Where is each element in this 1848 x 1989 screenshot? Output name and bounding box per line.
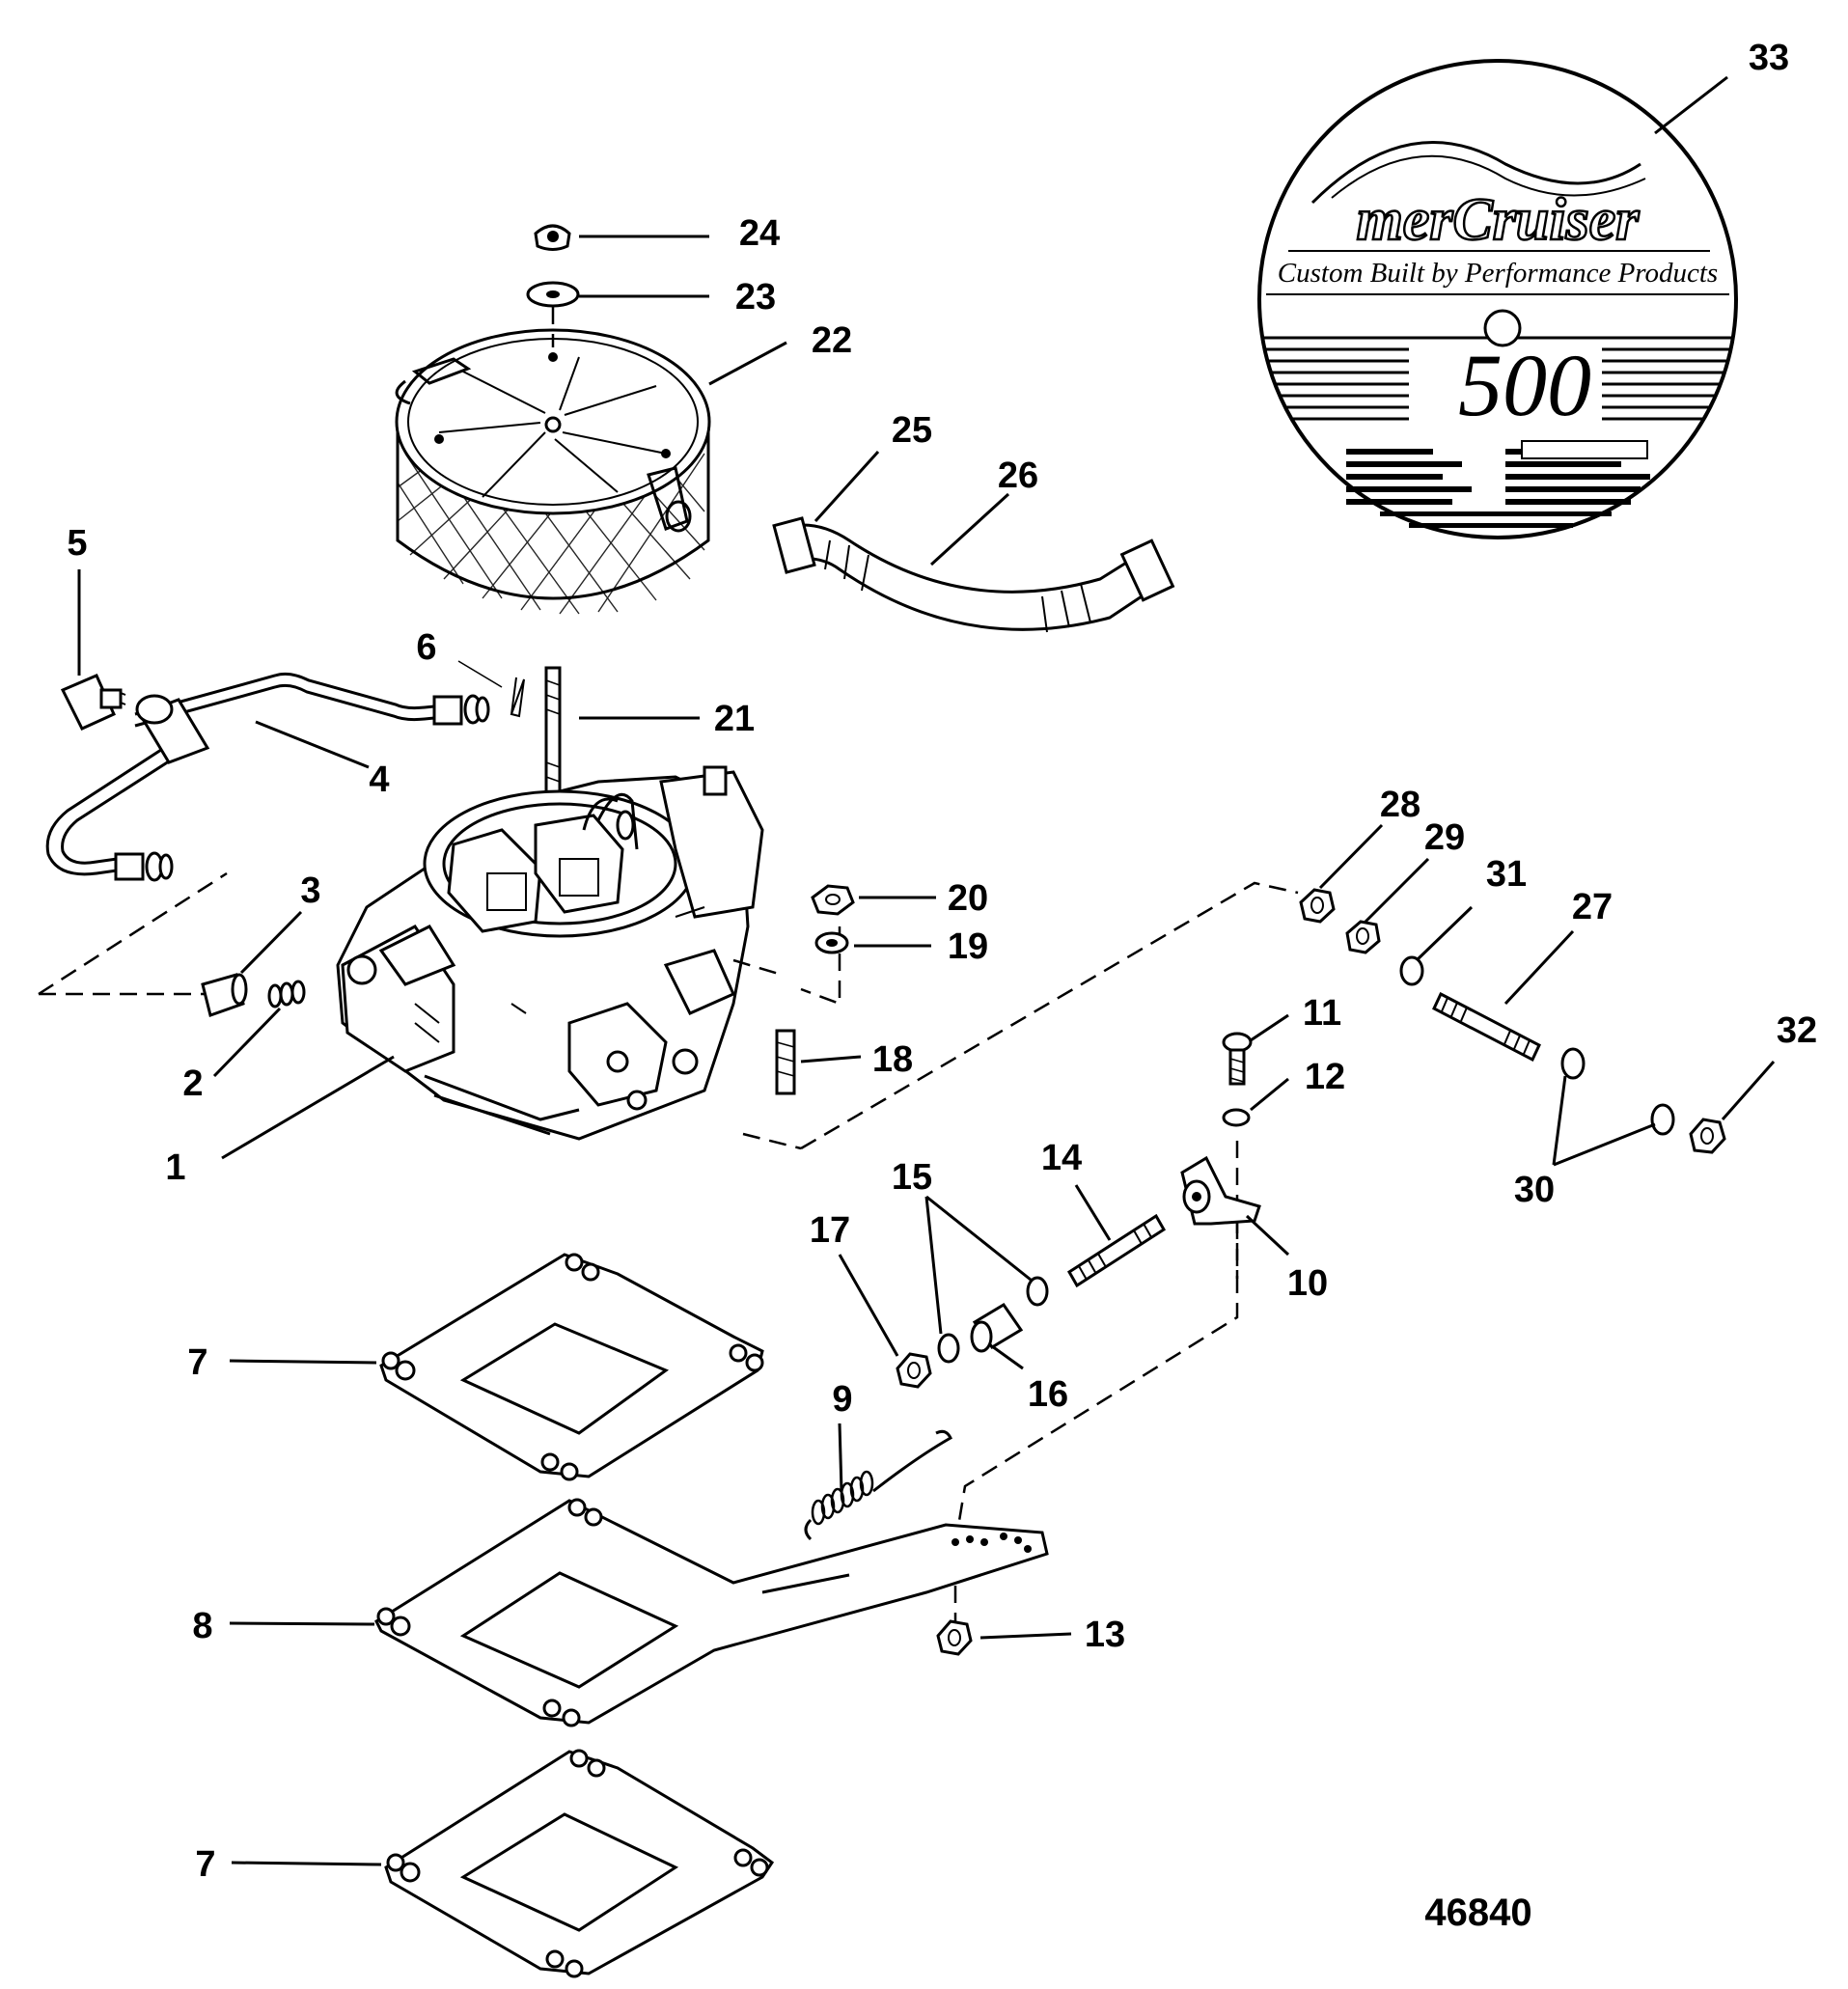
screw: [1222, 1032, 1253, 1086]
callout-28: 28: [1380, 785, 1420, 825]
callout-10: 10: [1287, 1263, 1328, 1304]
callout-31: 31: [1486, 854, 1527, 895]
washer-31: [1399, 955, 1424, 986]
callout-21: 21: [714, 699, 755, 739]
nut-28: [1299, 888, 1336, 924]
wing-nut: [534, 224, 571, 251]
plug: [201, 973, 248, 1017]
gasket-lower: [384, 1749, 775, 1978]
callout-8: 8: [192, 1606, 212, 1646]
nut-29: [1345, 920, 1381, 954]
throttle-spring: [804, 1429, 952, 1541]
reference-number: 46840: [1424, 1892, 1531, 1934]
decal-tagline: Custom Built by Performance Products: [1278, 258, 1718, 289]
callout-30: 30: [1514, 1170, 1555, 1210]
gasket-upper: [379, 1253, 764, 1481]
washer-30-a: [1560, 1047, 1586, 1080]
decal: merCruiser Custom Built by Performance P…: [1257, 59, 1738, 539]
callout-26: 26: [998, 456, 1038, 496]
callout-17: 17: [810, 1210, 850, 1251]
lock-washer: [814, 931, 849, 954]
callout-1: 1: [165, 1147, 185, 1188]
washer-15-b: [937, 1333, 960, 1364]
washer-12: [1222, 1108, 1251, 1127]
callout-9: 9: [832, 1379, 852, 1420]
callout-23: 23: [735, 277, 776, 318]
callout-27: 27: [1572, 887, 1613, 927]
callout-33: 33: [1749, 38, 1789, 78]
short-stud: [775, 1029, 796, 1095]
air-cleaner-assembly: [395, 328, 711, 615]
callout-2: 2: [182, 1064, 203, 1104]
callout-4: 4: [369, 760, 389, 800]
callout-7-top: 7: [187, 1342, 207, 1383]
small-gasket: [510, 677, 525, 718]
callout-15: 15: [892, 1157, 932, 1198]
callout-13: 13: [1085, 1615, 1125, 1655]
callout-3: 3: [300, 870, 320, 911]
nut-17: [896, 1352, 932, 1389]
callout-11: 11: [1303, 993, 1341, 1034]
callout-22: 22: [812, 320, 852, 361]
decal-brand: merCruiser: [1357, 187, 1641, 253]
stud-14: [1066, 1213, 1167, 1288]
callout-5: 5: [67, 523, 87, 564]
nut-32: [1689, 1118, 1726, 1154]
washer-30-b: [1650, 1103, 1675, 1136]
flex-hose: [772, 516, 1175, 633]
callout-32: 32: [1777, 1010, 1817, 1051]
spacer: [970, 1302, 1024, 1353]
adapter-plate: [374, 1498, 1049, 1727]
callout-25: 25: [892, 410, 932, 451]
decal-model: 500: [1458, 336, 1591, 434]
threaded-stud: [1432, 991, 1541, 1063]
callout-7-bottom: 7: [195, 1844, 215, 1885]
callout-14: 14: [1041, 1138, 1082, 1178]
hex-nut: [811, 884, 855, 916]
callout-18: 18: [872, 1039, 913, 1080]
callout-6: 6: [416, 627, 436, 668]
callout-20: 20: [948, 878, 988, 919]
nut-13: [936, 1619, 973, 1656]
spring: [267, 980, 306, 1008]
fuel-line-assembly: [45, 672, 490, 882]
callout-12: 12: [1305, 1057, 1345, 1097]
flat-washer: [526, 281, 580, 308]
callout-24: 24: [739, 213, 780, 254]
callout-16: 16: [1028, 1374, 1068, 1415]
washer-15-a: [1026, 1276, 1049, 1307]
carburetor: [336, 765, 764, 1141]
callout-29: 29: [1424, 817, 1465, 858]
callout-19: 19: [948, 926, 988, 967]
bracket: [1180, 1155, 1261, 1226]
